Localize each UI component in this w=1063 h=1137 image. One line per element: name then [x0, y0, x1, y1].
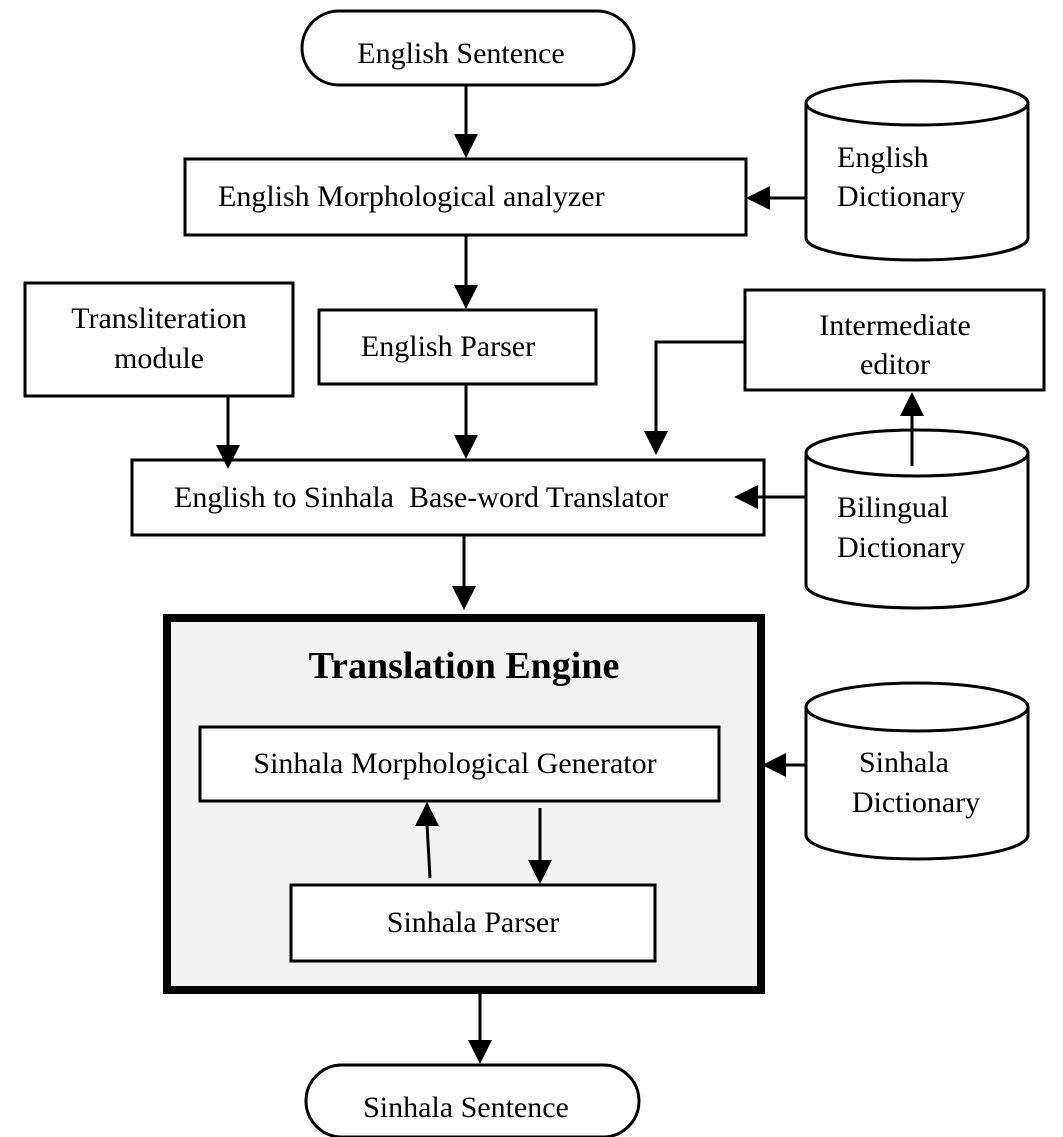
sinhala-sentence-label: Sinhala Sentence — [363, 1091, 569, 1124]
arrow-english-dictionary-to-analyzer — [746, 186, 806, 210]
english-morphological-analyzer-node: English Morphological analyzer — [183, 157, 748, 237]
english-dictionary-label-line2: Dictionary — [837, 180, 965, 213]
sinhala-dictionary-label-line2: Dictionary — [852, 786, 980, 819]
bilingual-dictionary-label-line2: Dictionary — [837, 531, 965, 564]
english-sentence-label: English Sentence — [357, 37, 564, 70]
english-parser-label: English Parser — [361, 330, 535, 363]
arrow-intermediate-editor-to-translator — [644, 340, 745, 455]
english-parser-node: English Parser — [317, 308, 598, 386]
transliteration-module-node: Transliteration module — [23, 281, 295, 398]
sinhala-sentence-node: Sinhala Sentence — [304, 1063, 641, 1137]
sinhala-morphological-generator-label: Sinhala Morphological Generator — [253, 747, 656, 780]
sinhala-parser-label: Sinhala Parser — [387, 906, 559, 939]
translation-engine-title: Translation Engine — [309, 645, 620, 687]
intermediate-editor-node: Intermediate editor — [743, 288, 1046, 392]
arrow-bilingual-dictionary-to-intermediate-editor — [900, 392, 924, 466]
english-morphological-analyzer-label: English Morphological analyzer — [218, 180, 605, 213]
arrow-generator-to-sinhala-parser — [528, 808, 552, 884]
arrow-parser-to-translator — [454, 384, 478, 459]
arrow-engine-to-sinhala-sentence — [468, 994, 492, 1064]
arrow-analyzer-to-parser — [454, 235, 478, 309]
bilingual-dictionary-node: Bilingual Dictionary — [804, 428, 1030, 610]
arrow-transliteration-to-translator — [216, 396, 240, 469]
translation-engine-container: Translation Engine — [163, 614, 765, 994]
transliteration-module-label-line1: Transliteration — [71, 302, 247, 335]
sinhala-morphological-generator-node: Sinhala Morphological Generator — [198, 725, 721, 803]
sinhala-dictionary-node: Sinhala Dictionary — [804, 681, 1030, 861]
transliteration-module-label-line2: module — [114, 342, 204, 375]
sinhala-parser-node: Sinhala Parser — [289, 883, 657, 963]
bilingual-dictionary-label-line1: Bilingual — [837, 491, 949, 524]
sinhala-dictionary-label-line1: Sinhala — [859, 746, 949, 779]
base-word-translator-label: English to Sinhala Base-word Translator — [174, 481, 668, 514]
english-dictionary-label-line1: English — [837, 141, 929, 174]
arrow-sinhala-parser-to-generator — [415, 802, 439, 879]
arrow-bilingual-dictionary-to-translator — [734, 485, 806, 509]
arrow-sinhala-dictionary-to-engine — [762, 753, 806, 777]
intermediate-editor-label-line2: editor — [860, 348, 930, 381]
intermediate-editor-label-line1: Intermediate — [819, 309, 971, 342]
arrow-translator-to-engine — [452, 535, 476, 610]
english-dictionary-node: English Dictionary — [804, 79, 1030, 262]
english-sentence-node: English Sentence — [300, 9, 636, 87]
arrow-sentence-to-analyzer — [454, 85, 478, 158]
base-word-translator-node: English to Sinhala Base-word Translator — [130, 458, 766, 537]
